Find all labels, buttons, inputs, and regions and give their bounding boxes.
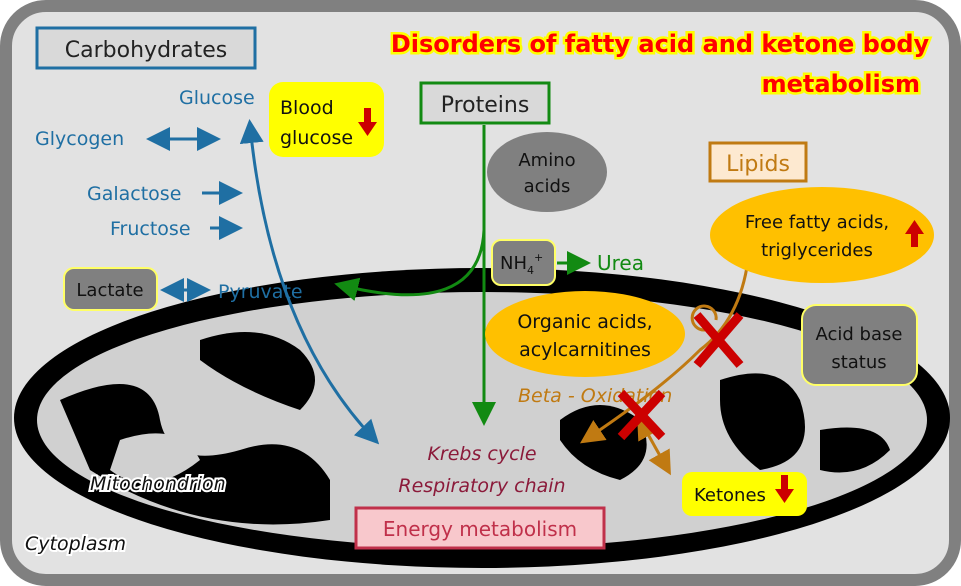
blood-glucose-line-2: glucose xyxy=(280,127,353,149)
amino-acids-ellipse xyxy=(487,132,607,212)
block-x-icon xyxy=(617,389,666,441)
blood-glucose-box xyxy=(269,82,384,157)
ketones-box xyxy=(682,472,807,516)
up-arrow-icon xyxy=(905,220,924,247)
amino-acids-line-1: Amino xyxy=(518,150,575,171)
title: Disorders of fatty acid and ketone body … xyxy=(388,28,932,101)
organic-line-1: Organic acids, xyxy=(517,311,652,333)
proteins-box xyxy=(419,81,551,125)
fructose-label: Fructose xyxy=(110,218,191,240)
nh4-label: NH4+ xyxy=(500,251,543,277)
respiratory-chain-label: Respiratory chain xyxy=(398,475,565,497)
mitochondrion-label: Mitochondrion xyxy=(90,473,226,495)
glucose-label: Glucose xyxy=(179,87,255,109)
urea-label: Urea xyxy=(597,251,644,275)
lipids-label: Lipids xyxy=(726,152,790,177)
carbohydrates-box xyxy=(35,26,257,70)
down-arrow-icon xyxy=(358,108,377,136)
glycogen-label: Glycogen xyxy=(35,128,124,150)
organic-acids-ellipse xyxy=(485,291,685,377)
title-line-1: Disorders of fatty acid and ketone body xyxy=(391,30,930,58)
ffa-line-2: triglycerides xyxy=(761,240,873,261)
energy-metabolism-box xyxy=(354,506,606,550)
lactate-box xyxy=(63,267,158,311)
blood-glucose-line-1: Blood xyxy=(280,97,334,119)
ffa-ellipse xyxy=(710,187,934,283)
lactate-label: Lactate xyxy=(76,280,143,301)
proteins-label: Proteins xyxy=(441,93,530,118)
glucose-energy-arrow xyxy=(239,119,380,445)
ffa-line-1: Free fatty acids, xyxy=(745,212,889,233)
energy-metabolism-label: Energy metabolism xyxy=(383,517,577,541)
beta-oxidation-arrow xyxy=(580,259,750,444)
down-arrow-icon xyxy=(775,475,794,503)
carbohydrates-label: Carbohydrates xyxy=(65,38,227,63)
amino-acids-line-2: acids xyxy=(524,176,571,197)
protein-pyruvate-arrow xyxy=(334,229,486,302)
cytoplasm-label: Cytoplasm xyxy=(25,533,126,555)
galactose-label: Galactose xyxy=(87,183,181,205)
block-x-icon xyxy=(693,312,744,368)
acid-base-line-2: status xyxy=(831,352,886,373)
title-line-2: metabolism xyxy=(762,70,920,98)
ketones-label: Ketones xyxy=(694,485,766,506)
lipids-box xyxy=(708,141,808,183)
acid-base-box xyxy=(801,304,918,386)
loop-arrow xyxy=(690,304,718,332)
acid-base-line-1: Acid base xyxy=(816,324,903,345)
krebs-cycle-label: Krebs cycle xyxy=(427,443,536,465)
nh4-box xyxy=(491,239,556,286)
ketone-arrow xyxy=(637,414,671,476)
organic-line-2: acylcarnitines xyxy=(519,339,651,361)
